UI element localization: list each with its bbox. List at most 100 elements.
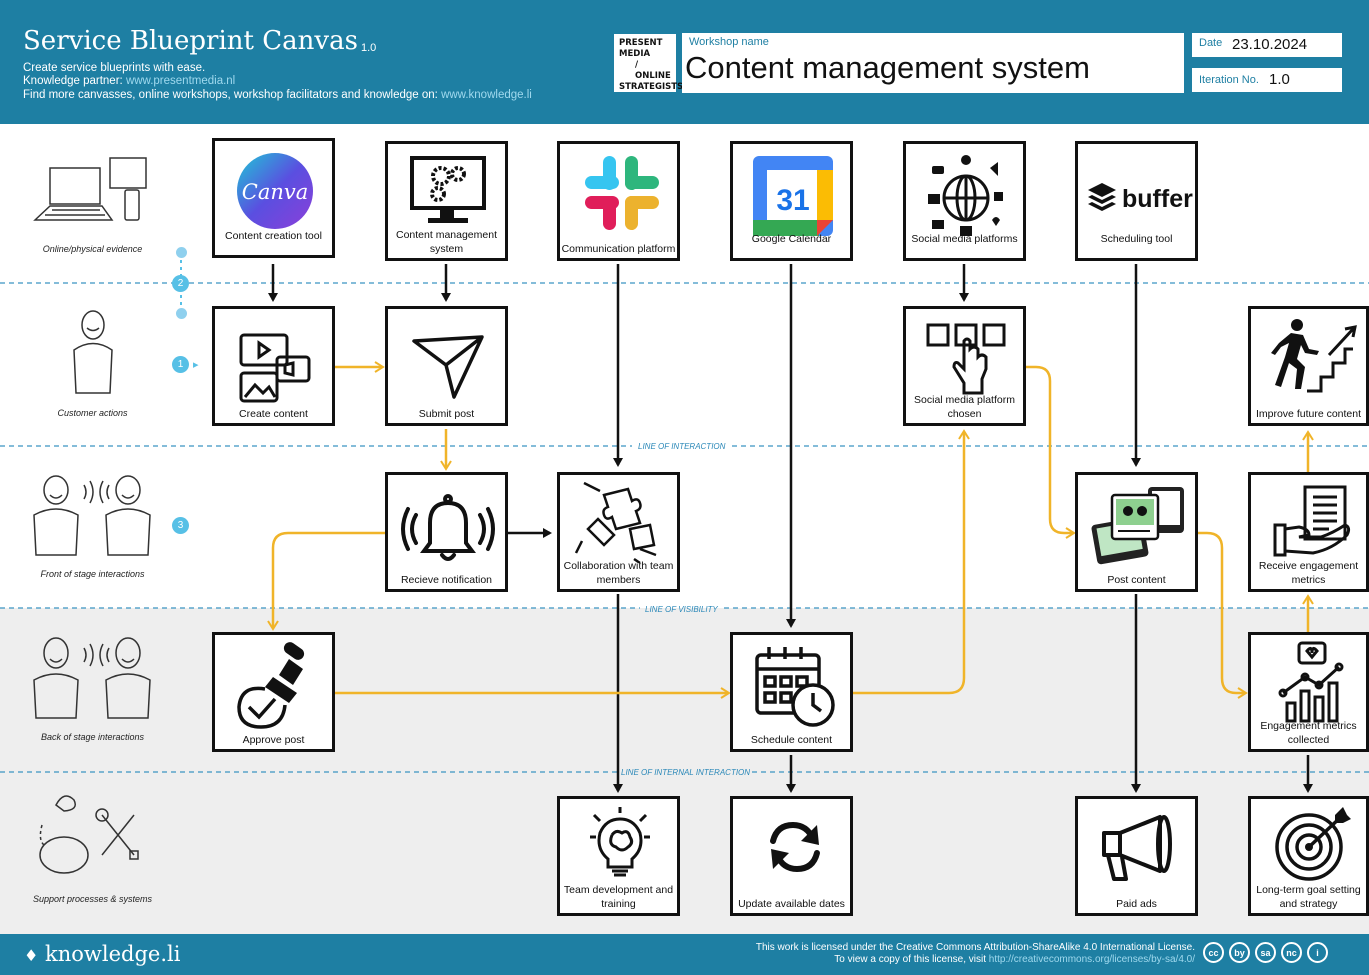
metrics-chart-icon [1278,641,1344,723]
iteration-label: Iteration No. [1199,74,1259,86]
card-social-media-platforms[interactable]: Social media platforms [903,141,1026,261]
calendar-clock-icon [755,647,835,727]
card-approve-post[interactable]: Approve post [212,632,335,752]
lane-label-support: Support processes & systems [32,894,153,904]
knowledge-link[interactable]: www.knowledge.li [441,89,532,101]
license-line: To view a copy of this license, visit ht… [756,954,1195,966]
cc-icon: cc [1203,942,1224,963]
canvas-version: 1.0 [361,42,377,54]
card-engagement-metrics-collected[interactable]: Engagement metrics collected [1248,632,1369,752]
refresh-sync-icon [770,821,820,873]
touch-select-icon [926,323,1006,395]
step-badge: 3 [172,517,189,534]
badge-dot [176,308,187,319]
workshop-name-label: Workshop name [689,36,769,48]
license-visit: To view a copy of this license, visit [834,954,987,965]
card-caption: Receive engagement metrics [1258,560,1359,586]
date-label: Date [1199,37,1223,49]
devices-illustration [33,157,147,221]
social-posts-icon [1091,487,1184,565]
card-caption: Content creation tool [225,230,322,242]
target-goal-icon [1275,807,1351,881]
card-team-development[interactable]: Team development and training [557,796,680,916]
knowledge-logo[interactable]: ♦ knowledge.li [24,942,180,966]
megaphone-icon [1102,815,1172,881]
report-hand-icon [1273,485,1351,557]
iteration-value: 1.0 [1269,71,1290,88]
cc-by-icon: by [1229,942,1250,963]
card-long-term-goal[interactable]: Long-term goal setting and strategy [1248,796,1369,916]
date-value: 23.10.2024 [1232,36,1308,53]
cc-info-icon: i [1307,942,1328,963]
date-field[interactable]: Date 23.10.2024 [1192,33,1342,57]
climbing-stairs-icon [1271,319,1357,393]
graduation-cap-icon: ♦ [24,946,39,965]
workshop-name-field[interactable]: Workshop name Content management system [682,33,1184,93]
card-receive-notification[interactable]: Recieve notification [385,472,508,592]
partner-link[interactable]: www.presentmedia.nl [125,75,236,87]
card-caption: Paid ads [1116,898,1157,910]
card-content-creation-tool[interactable]: Canva Content creation tool [212,138,335,258]
lane-label-evidence: Online/physical evidence [42,244,143,254]
card-caption: Schedule content [750,734,833,746]
partner-logo-line: / ONLINE [635,60,671,81]
license-link[interactable]: http://creativecommons.org/licenses/by-s… [988,954,1195,965]
arrow-notify-approve [267,531,385,631]
card-caption: Post content [1107,574,1166,586]
card-caption: Approve post [242,734,305,746]
workshop-name-value: Content management system [685,50,1090,85]
card-communication-platform[interactable]: Communication platform [557,141,680,261]
partner-logo-line: MEDIA [619,49,651,59]
partner-label: Knowledge partner: [23,75,123,87]
card-update-available-dates[interactable]: Update available dates [730,796,853,916]
badge-dot [176,247,187,258]
card-improve-future-content[interactable]: Improve future content [1248,306,1369,426]
card-paid-ads[interactable]: Paid ads [1075,796,1198,916]
line-of-interaction-label: LINE OF INTERACTION [638,442,726,451]
google-calendar-logo-icon: 31 [753,156,833,236]
step-badge: 2 [172,275,189,292]
card-scheduling-tool[interactable]: buffer Scheduling tool [1075,141,1198,261]
card-schedule-content[interactable]: Schedule content [730,632,853,752]
customer-illustration [73,310,113,394]
puzzle-hands-icon [574,481,657,563]
cc-icons: cc by sa nc i [1203,942,1328,968]
approval-stamp-icon [237,642,305,729]
step-badge: 1 [172,356,189,373]
partner-line: Knowledge partner: www.presentmedia.nl [23,74,235,88]
card-cms[interactable]: Content management system [385,141,508,261]
card-caption: Communication platform [561,243,676,255]
more-label: Find more canvasses, online workshops, w… [23,89,438,101]
lightbulb-brain-icon [590,807,650,877]
more-line: Find more canvasses, online workshops, w… [23,88,532,102]
card-post-content[interactable]: Post content [1075,472,1198,592]
svg-text:Canva: Canva [242,180,309,204]
license-text: This work is licensed under the Creative… [756,942,1195,966]
card-google-calendar[interactable]: 31 Google Calendar [730,141,853,261]
arrow-post-metrics [1198,531,1248,699]
partner-logo-line: STRATEGISTS [619,82,684,92]
footer-logo-text: knowledge.li [45,942,181,966]
card-caption: Improve future content [1255,408,1362,420]
line-of-internal-interaction-label: LINE OF INTERNAL INTERACTION [621,768,750,777]
arrow-schedule-chosen [853,429,970,695]
card-caption: Scheduling tool [1100,233,1173,245]
canvas-title: Service Blueprint Canvas [23,26,358,56]
slack-logo-icon [585,156,659,230]
card-create-content[interactable]: Create content [212,306,335,426]
iteration-field[interactable]: Iteration No. 1.0 [1192,68,1342,92]
front-stage-illustration [33,475,151,556]
card-caption: Google Calendar [751,233,832,245]
card-caption: Recieve notification [400,574,493,586]
badge-pointer-icon: ▸ [193,359,199,371]
card-platform-chosen[interactable]: Social media platform chosen [903,306,1026,426]
card-caption: Content management system [396,229,497,255]
card-caption: Team development and training [563,884,674,910]
card-receive-engagement-metrics[interactable]: Receive engagement metrics [1248,472,1369,592]
arrow-chosen-post [1025,365,1076,539]
card-collaboration[interactable]: Collaboration with team members [557,472,680,592]
canva-logo-icon: Canva [237,153,313,229]
lane-label-customer: Customer actions [57,408,128,418]
card-submit-post[interactable]: Submit post [385,306,508,426]
